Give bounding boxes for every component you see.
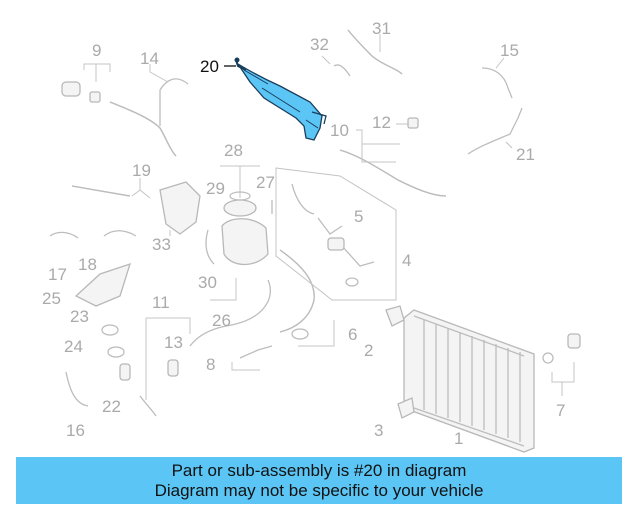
part-10-hose [339, 129, 447, 197]
part-18-hose [103, 230, 137, 237]
callout-33: 33 [152, 235, 171, 254]
callout-26: 26 [212, 311, 231, 330]
banner-line-1: Part or sub-assembly is #20 in diagram [171, 461, 467, 480]
part-29-seal [229, 191, 251, 201]
callout-18: 18 [78, 255, 97, 274]
callout-19: 19 [132, 161, 151, 180]
callout-13: 13 [164, 333, 183, 352]
callout-10: 10 [330, 121, 349, 140]
part-22-sensor [119, 363, 131, 381]
part-33-housing [159, 181, 201, 236]
part-2-sensor-right [542, 333, 581, 396]
callout-6: 6 [348, 325, 357, 344]
callout-12: 12 [372, 113, 391, 132]
part-1-radiator [403, 309, 535, 453]
callout-11: 11 [152, 293, 170, 312]
callout-20: 20 [200, 57, 219, 76]
callout-27: 27 [256, 173, 275, 192]
callout-15: 15 [500, 41, 519, 60]
part-2-bracket-top [385, 305, 405, 327]
part-23-cap [101, 324, 119, 336]
callout-30: 30 [198, 273, 217, 292]
callout-3: 3 [374, 421, 383, 440]
callout-23: 23 [70, 307, 89, 326]
part-4-group [275, 167, 397, 301]
part-13-valve [167, 359, 179, 377]
part-30-tank [205, 218, 269, 301]
callout-5: 5 [354, 207, 363, 226]
part-31-hose [347, 29, 403, 75]
part-6-group [291, 320, 335, 347]
part-26-hose [189, 249, 315, 347]
part-28-cap [220, 165, 260, 217]
part-15-hose [481, 57, 513, 99]
callout-25: 25 [42, 289, 61, 308]
callout-32: 32 [310, 35, 329, 54]
info-banner: Part or sub-assembly is #20 in diagram D… [16, 457, 622, 504]
part-16-hose [65, 371, 89, 407]
callout-4: 4 [402, 251, 411, 270]
part-3-bracket-bottom [397, 397, 415, 419]
banner-line-2: Diagram may not be specific to your vehi… [154, 481, 484, 500]
callout-16: 16 [66, 421, 85, 440]
part-14-hose [109, 64, 189, 157]
part-21-pipe [467, 107, 523, 155]
part-5-fitting [327, 237, 345, 251]
part-12-clip [396, 117, 419, 129]
parts-diagram: 20 9 14 32 31 15 12 10 21 28 29 27 19 33… [42, 19, 581, 453]
callout-21: 21 [516, 145, 535, 164]
callout-22: 22 [102, 397, 121, 416]
callout-14: 14 [140, 49, 159, 68]
callout-28: 28 [224, 141, 243, 160]
callout-8: 8 [206, 355, 215, 374]
part-8-hose [231, 345, 273, 371]
callout-7: 7 [556, 401, 565, 420]
part-9-fittings [61, 63, 111, 103]
part-20-highlighted[interactable] [224, 57, 327, 141]
callout-17: 17 [48, 265, 67, 284]
callout-2-left: 2 [364, 341, 373, 360]
callout-1: 1 [454, 429, 463, 448]
part-32-clamp [321, 55, 351, 77]
callout-29: 29 [206, 179, 225, 198]
part-17-hose [49, 231, 79, 239]
callout-31: 31 [372, 19, 391, 38]
part-25-bracket [74, 262, 131, 307]
part-24-cap [107, 346, 125, 358]
callout-9: 9 [92, 41, 101, 60]
part-11-group [139, 317, 191, 417]
callout-24: 24 [64, 337, 83, 356]
part-19-pipe [71, 178, 151, 199]
